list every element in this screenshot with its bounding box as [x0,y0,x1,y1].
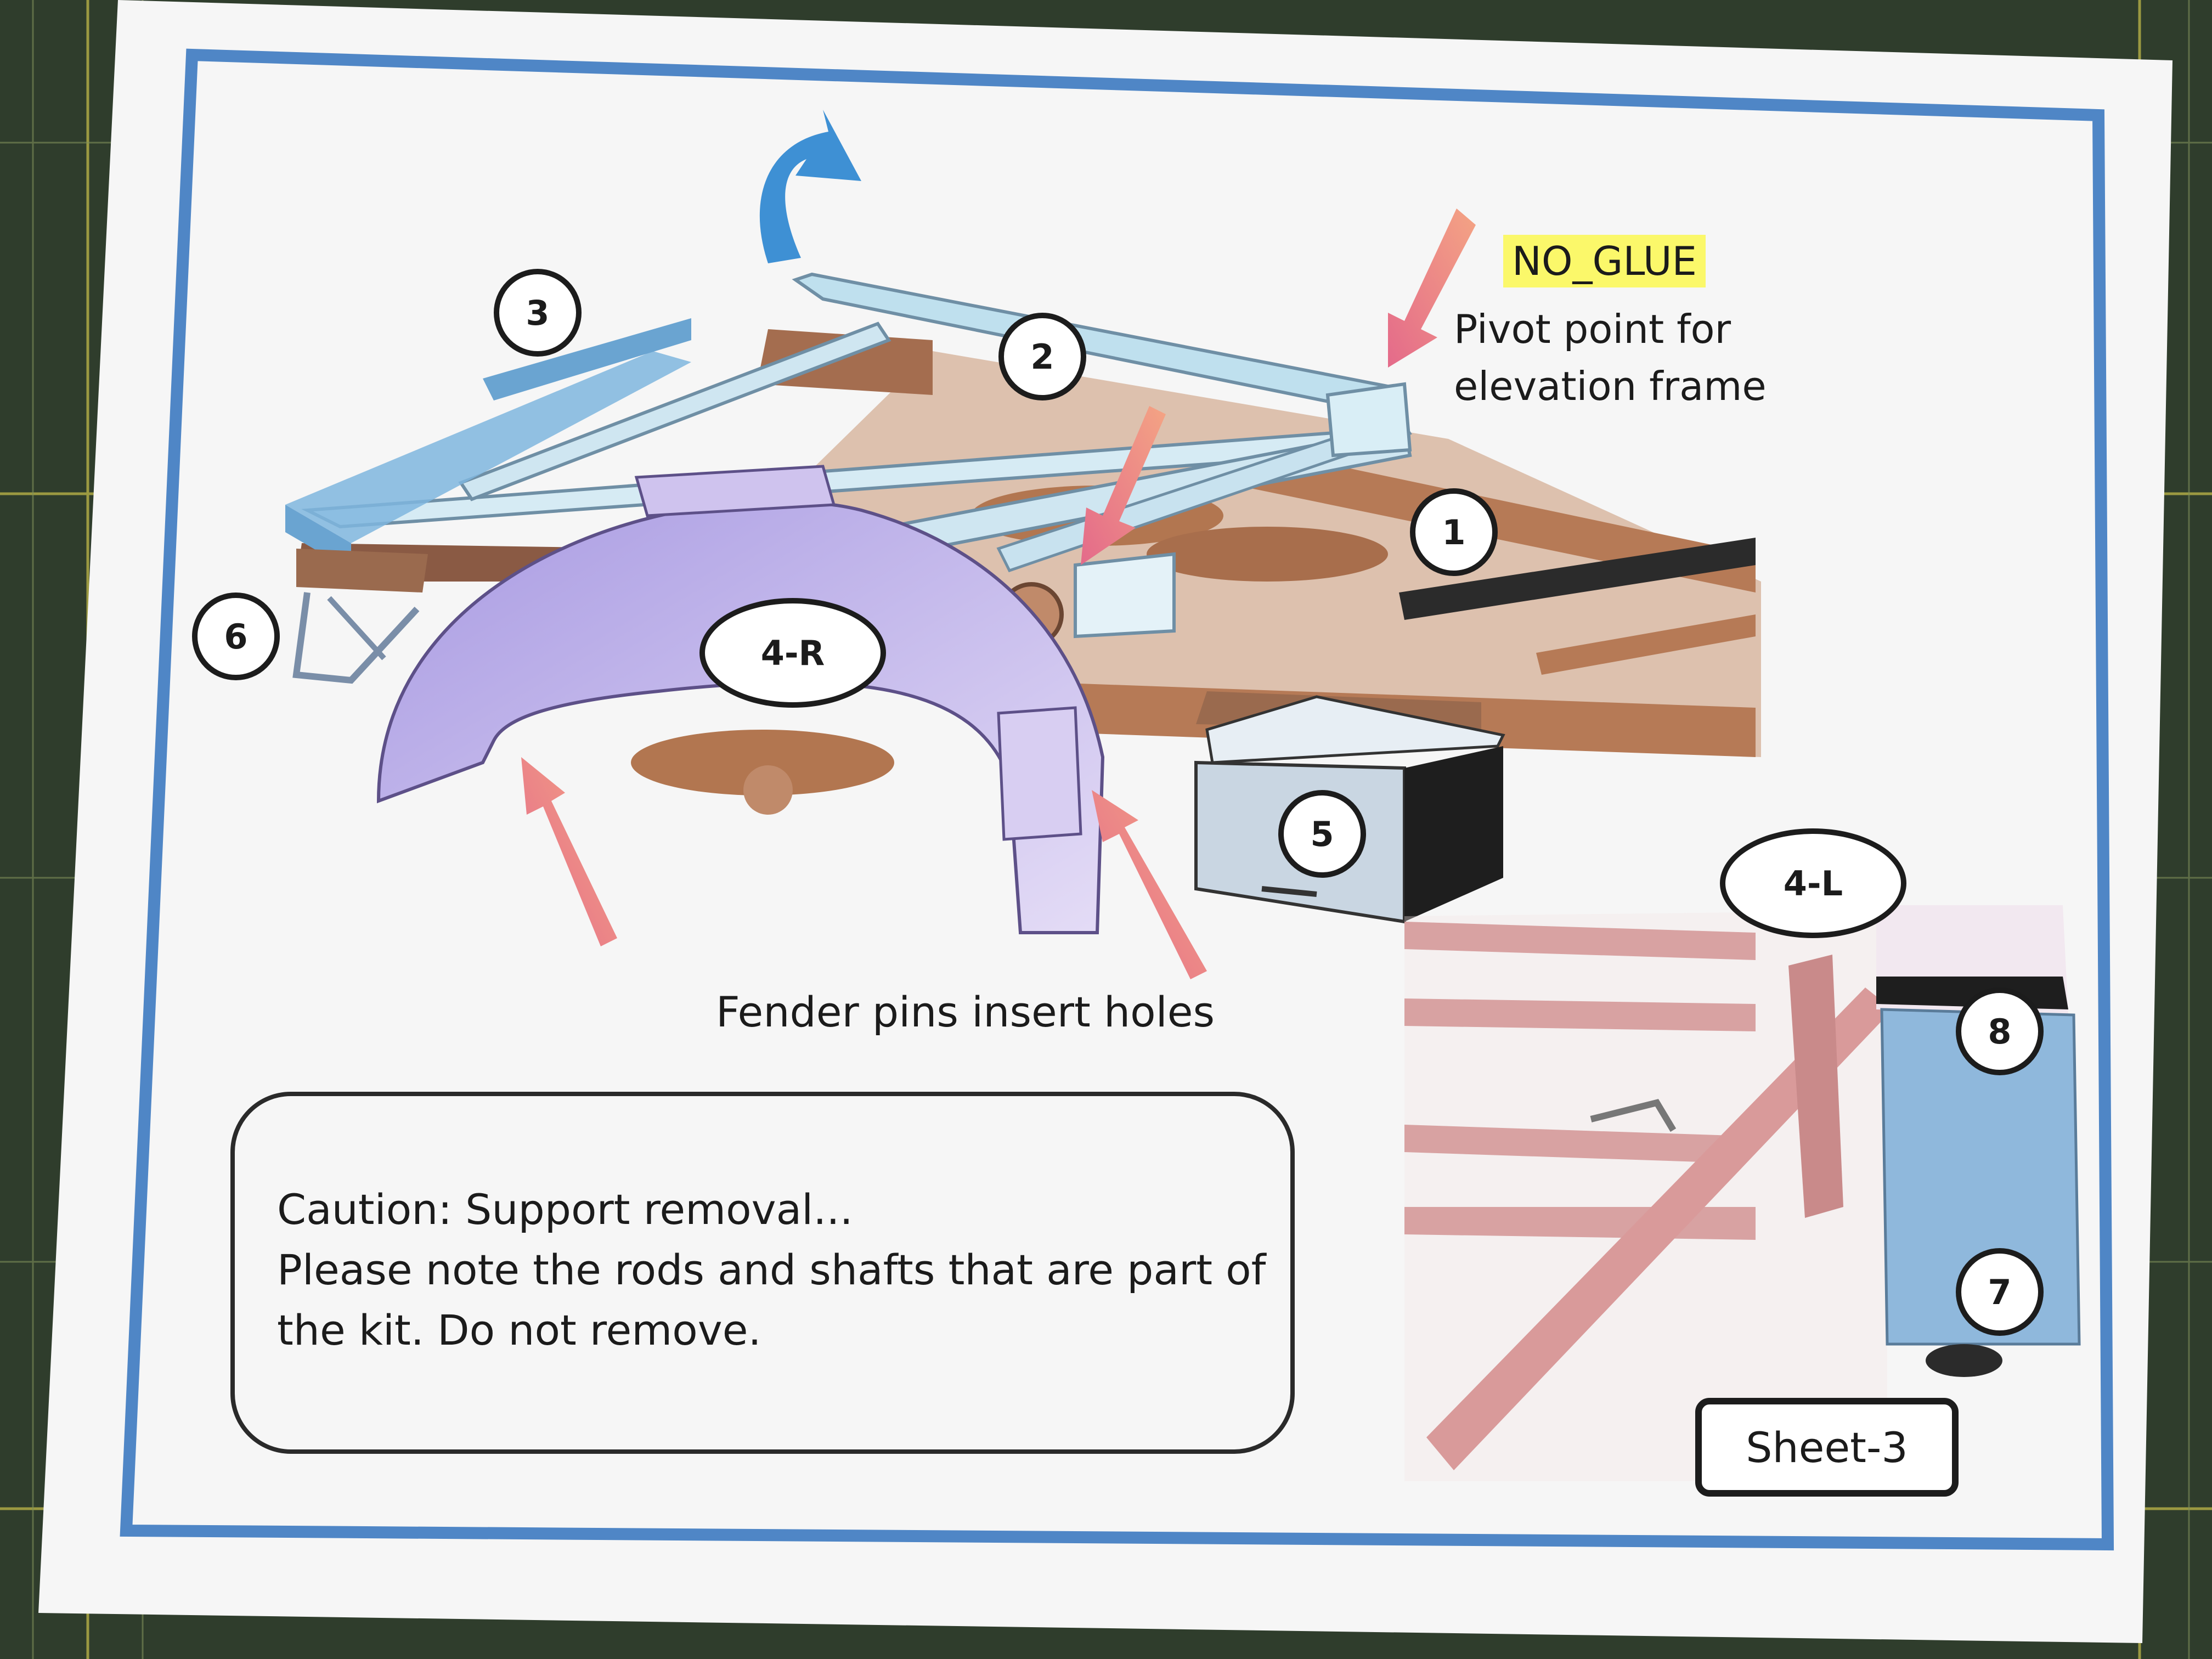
callout-4r: 4-R [699,598,886,708]
callout-6: 6 [192,592,280,680]
callout-8: 8 [1956,988,2044,1075]
pivot-arrow [1388,208,1476,368]
fender-pin-arrow-left [521,757,617,946]
pivot-point-note: Pivot point for elevation frame [1454,301,1767,415]
fender-pin-arrow-right [1092,790,1207,979]
caution-line-1: Caution: Support removal... [277,1185,853,1234]
fender-pins-note: Fender pins insert holes [716,988,1215,1036]
caution-line-2: Please note the rods and shafts that are… [277,1245,1266,1294]
callout-7: 7 [1956,1248,2044,1336]
callout-2: 2 [998,313,1086,400]
no-glue-note: NO_GLUE [1503,235,1706,287]
callout-1: 1 [1410,488,1498,576]
callout-4l: 4-L [1720,828,1906,938]
caution-line-3: the kit. Do not remove. [277,1306,761,1355]
blue-rotation-arrow [759,110,861,263]
pivot-note-line1: Pivot point for [1454,306,1731,352]
callout-5: 5 [1278,790,1366,878]
inset-view [1404,905,2081,1481]
callout-3: 3 [494,269,582,357]
sheet-number-badge: Sheet-3 [1695,1398,1959,1497]
rear-step-6 [292,549,428,684]
caution-box [230,1092,1295,1454]
spring-arrow [1081,406,1166,565]
fender-4r [376,465,1105,934]
sheet-border [120,48,2114,1551]
pivot-note-line2: elevation frame [1454,363,1767,409]
